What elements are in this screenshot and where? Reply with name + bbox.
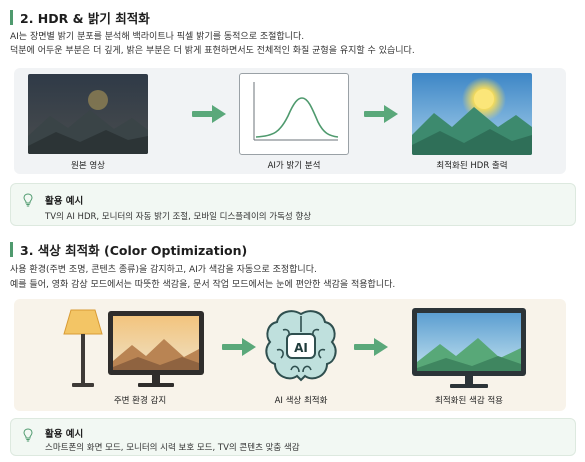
usage-example-box: 활용 예시 TV의 AI HDR, 모니터의 자동 밝기 조절, 모바일 디스플… [10, 183, 576, 226]
section-color-desc-1: 사용 환경(주변 조명, 콘텐츠 종류)을 감지하고, AI가 색감을 자동으로… [10, 265, 317, 275]
arrow-right-icon [354, 338, 388, 356]
brightness-analysis-graph [239, 73, 349, 155]
usage-example-box: 활용 예시 스마트폰의 화면 모드, 모니터의 시력 보호 모드, TV의 콘텐… [10, 418, 576, 456]
original-video-image [28, 74, 148, 154]
section-hdr-desc-2: 덕분에 어두운 부분은 더 깊게, 밝은 부분은 더 밝게 표현하면서도 전체적… [10, 46, 415, 56]
section-color-desc-2: 예를 들어, 영화 감상 모드에서는 따뜻한 색감을, 문서 작업 모드에서는 … [10, 280, 396, 290]
arrow-right-icon [192, 105, 226, 123]
section-title-text: 2. HDR & 밝기 최적화 [20, 10, 150, 26]
lightbulb-icon [23, 428, 33, 442]
section-title-text: 3. 색상 최적화 (Color Optimization) [20, 242, 248, 258]
section-hdr-title: 2. HDR & 밝기 최적화 [10, 9, 150, 26]
usage-example-title: 활용 예시 [45, 196, 84, 207]
section-color-title: 3. 색상 최적화 (Color Optimization) [10, 241, 248, 258]
section-hdr-desc-1: AI는 장면별 밝기 분포를 분석해 백라이트나 픽셀 밝기를 동적으로 조절합… [10, 32, 305, 42]
caption-original: 원본 영상 [71, 161, 105, 171]
usage-example-title: 활용 예시 [45, 429, 84, 440]
lightbulb-icon [23, 193, 33, 207]
usage-example-text: TV의 AI HDR, 모니터의 자동 밝기 조절, 모바일 디스플레이의 가독… [45, 212, 312, 222]
optimized-hdr-image [412, 73, 532, 155]
ai-chip-label: AI [294, 341, 308, 355]
caption-ambient: 주변 환경 감지 [113, 396, 167, 406]
title-accent-bar [10, 9, 13, 25]
caption-hdr-output: 최적화된 HDR 출력 [436, 161, 508, 171]
arrow-right-icon [222, 338, 256, 356]
caption-analysis: AI가 밝기 분석 [267, 161, 321, 171]
arrow-right-icon [364, 105, 398, 123]
floor-lamp-icon [63, 309, 103, 387]
caption-ai-color: AI 색상 최적화 [274, 396, 328, 406]
caption-color-output: 최적화된 색감 적용 [435, 396, 503, 406]
title-accent-bar [10, 241, 13, 257]
ambient-monitor-icon [108, 311, 204, 387]
ai-brain-icon [265, 310, 337, 382]
usage-example-text: 스마트폰의 화면 모드, 모니터의 시력 보호 모드, TV의 콘텐츠 맞춤 색… [45, 443, 300, 453]
optimized-monitor-icon [412, 308, 526, 388]
